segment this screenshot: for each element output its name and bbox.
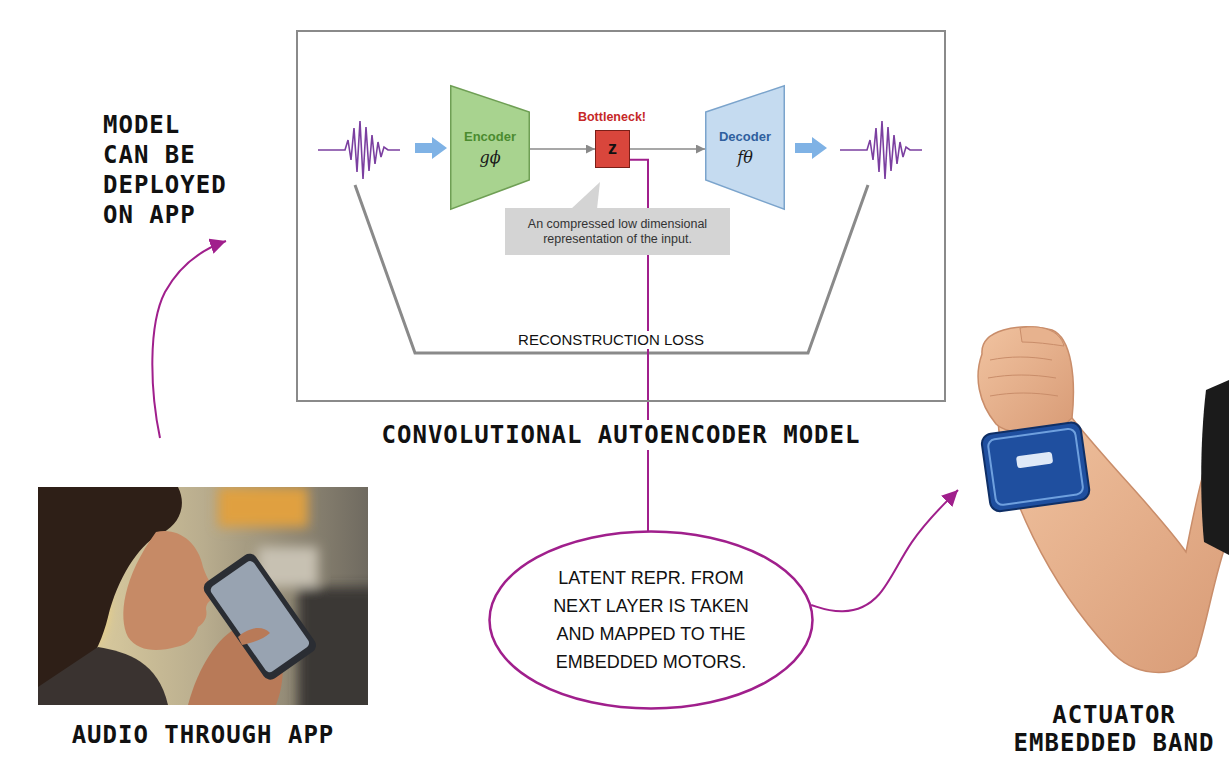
panel-heading: CONVOLUTIONAL AUTOENCODER MODEL	[378, 420, 865, 450]
band-photo: ACTUATOR EMBEDDED BAND	[960, 320, 1229, 695]
illustration-part	[218, 487, 308, 527]
shirt	[38, 647, 168, 705]
phone-photo-art	[38, 487, 368, 705]
finger	[238, 628, 270, 645]
flow-arrow	[530, 148, 595, 150]
ellipse-outline	[488, 530, 814, 710]
phone-photo: AUDIO THROUGH APP	[38, 487, 368, 705]
finger-creases	[988, 357, 1058, 396]
illustration-part	[987, 428, 1083, 506]
illustration-part	[1016, 452, 1053, 469]
note-text: LATENT REPR. FROM NEXT LAYER IS TAKEN AN…	[537, 564, 765, 676]
function-symbol: gϕ	[479, 149, 500, 167]
sleeve	[1201, 380, 1229, 555]
label-box: RECONSTRUCTION LOSS	[511, 331, 711, 349]
arm-photo-art	[960, 320, 1229, 695]
callout-tail-shape	[571, 182, 600, 209]
illustration-part	[201, 551, 319, 683]
phone	[201, 551, 319, 683]
face	[123, 531, 214, 650]
trapezoid-outline	[450, 85, 530, 210]
wrist-band	[981, 421, 1091, 512]
illustration-part	[981, 421, 1091, 512]
fist	[978, 327, 1073, 433]
ellipse-shape	[490, 532, 813, 709]
bottleneck-heading: Bottleneck!	[552, 109, 672, 125]
illustration-part	[209, 559, 311, 674]
photo-caption: ACTUATOR EMBEDDED BAND	[1004, 701, 1224, 757]
trapezoid-outline	[705, 85, 785, 210]
block-name: Encoder	[464, 129, 516, 145]
decoder-block: Decoder fθ	[705, 85, 785, 210]
callout-tail	[505, 182, 625, 209]
input-flow-arrow	[415, 137, 447, 159]
block-name: Decoder	[719, 129, 771, 145]
callout-box: An compressed low dimensional representa…	[505, 208, 730, 255]
output-waveform	[840, 121, 922, 179]
encoder-block: Encoder gϕ	[450, 85, 530, 210]
output-flow-arrow	[795, 137, 827, 159]
loss-label: RECONSTRUCTION LOSS	[515, 331, 707, 349]
trapezoid-shape	[706, 86, 785, 210]
label-box: MODEL CAN BE DEPLOYED ON APP	[103, 110, 233, 230]
latent-symbol: z	[596, 131, 629, 166]
thumb	[1020, 327, 1064, 346]
mapping-arrow	[811, 490, 958, 611]
latent-vector: Bottleneck!z	[595, 130, 630, 168]
callout-text: An compressed low dimensional representa…	[512, 217, 723, 247]
blurred-street	[38, 487, 368, 705]
deploy-arrow	[152, 241, 226, 438]
reconstruction-loss-line	[355, 185, 868, 353]
function-symbol: fθ	[737, 149, 753, 167]
photo-caption: AUDIO THROUGH APP	[38, 721, 368, 749]
flow-arrow	[630, 148, 705, 150]
trapezoid-shape	[451, 86, 530, 210]
note-text: MODEL CAN BE DEPLOYED ON APP	[103, 110, 233, 230]
note-ellipse: LATENT REPR. FROM NEXT LAYER IS TAKEN AN…	[488, 530, 814, 710]
input-waveform	[318, 121, 400, 179]
